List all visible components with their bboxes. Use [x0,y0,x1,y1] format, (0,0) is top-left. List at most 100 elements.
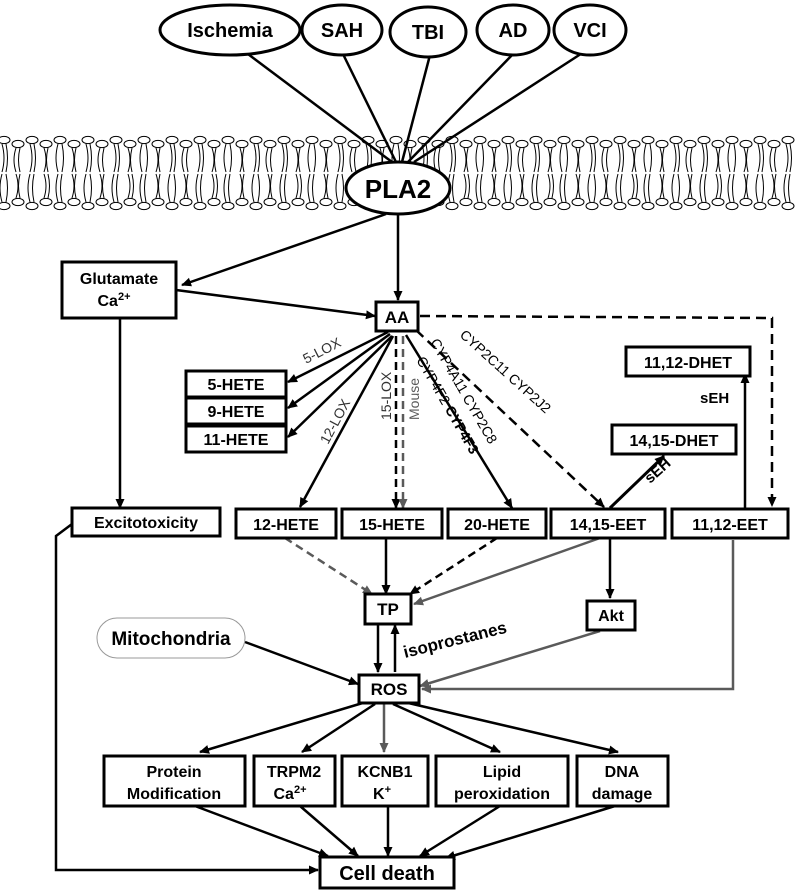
node-trpm2: TRPM2 Ca2+ [252,754,337,808]
lipid-head [599,197,613,207]
node-1112dhet: 11,12-DHET [624,345,752,378]
lipid-tail [71,173,75,199]
arrow-akt-ros [419,629,601,688]
lipid-tail [606,147,609,173]
lipid-tail [337,143,341,173]
lipid-tail [341,143,344,173]
node-protein-modification: Protein Modification [102,754,247,808]
svg-text:14,15-EET: 14,15-EET [570,517,647,534]
lipid-tail [587,173,591,203]
lipid-tail [761,173,764,203]
lipid-tail [251,173,255,203]
arrow-ros-dna [403,700,619,755]
lipid-head [739,139,753,149]
lipid-tail [307,143,311,173]
lipid-tail [517,147,521,173]
lipid-head [165,201,179,211]
arrow-aa-5hete [287,330,389,384]
lipid-tail [606,173,609,199]
lipid-tail [491,173,495,199]
lipid-tail [139,173,143,203]
condition-ischemia: Ischemia [158,3,302,57]
lipid-tail [97,147,101,173]
lipid-tail [727,143,731,173]
node-lipid-peroxidation: Lipid peroxidation [434,754,570,808]
lipid-tail [32,173,35,203]
node-5hete: 5-HETE [184,369,288,399]
lipid-head [39,139,53,149]
lipid-tail [295,147,299,173]
lipid-head [459,139,473,149]
lipid-tail [463,147,467,173]
arrow-ros-trpm2 [301,702,376,754]
lipid-tail [27,173,31,203]
node-15hete: 15-HETE [340,507,444,540]
lipid-tail [634,147,637,173]
lipid-head [193,201,207,211]
lipid-tail [43,147,47,173]
svg-text:damage: damage [592,786,653,803]
lipid-head [179,197,193,207]
lipid-head [557,135,571,145]
arrow-tbi-pla2 [400,54,432,163]
lipid-head [599,139,613,149]
lipid-tail [522,147,525,173]
lipid-tail [326,147,329,173]
lipid-tail [18,173,21,199]
lipid-tail [186,173,189,199]
svg-text:Glutamate: Glutamate [80,271,158,288]
arrow-1112eet-ros [421,540,735,694]
lipid-tail [659,173,663,199]
node-1112eet: 11,12-EET [670,507,790,540]
lipid-head [207,197,221,207]
nodes: Ischemia SAH TBI AD VCI PLA2 Glutamate C… [60,3,790,890]
arrow-trpm2-celldeath [299,805,359,857]
lipid-tail [659,147,663,173]
lipid-tail [200,173,203,203]
lipid-head [767,139,781,149]
lipid-head [67,139,81,149]
lipid-head [697,201,711,211]
arrow-ros-lipid [392,702,501,754]
lipid-head [781,201,795,211]
node-1415eet: 14,15-EET [549,507,667,540]
arrow-mitochondria-ros [244,640,359,686]
lipid-tail [55,173,59,203]
arrow-12hete-tp [284,536,373,596]
lipid-tail [620,173,623,203]
lipid-tail [565,143,568,173]
lipid-head [67,197,81,207]
lipid-tail [281,143,285,173]
lipid-tail [550,147,553,173]
lipid-tail [503,173,507,203]
svg-text:Ischemia: Ischemia [187,20,273,42]
svg-text:Akt: Akt [598,608,624,625]
lipid-head [179,139,193,149]
lipid-tail [279,173,283,203]
lipid-tail [223,173,227,203]
lipid-tail [102,173,105,199]
lipid-head [151,139,165,149]
svg-text:PLA2: PLA2 [365,174,431,204]
lipid-tail [662,147,665,173]
lipid-tail [537,143,540,173]
lipid-tail [677,173,680,203]
lipid-tail [467,173,470,199]
lipid-tail [195,173,199,203]
lipid-head [627,197,641,207]
lipid-tail [5,173,8,203]
lipid-tail [783,173,787,203]
label-15lox: 15-LOX [378,371,394,420]
lipid-head [347,139,361,149]
lipid-tail [578,173,581,199]
node-kcnb1: KCNB1 K+ [340,754,430,808]
lipid-tail [43,173,47,199]
lipid-tail [662,173,665,199]
lipid-tail [1,143,5,173]
lipid-tail [270,147,273,173]
lipid-tail [102,147,105,173]
lipid-head [753,135,767,145]
lipid-tail [349,147,353,173]
label-5lox: 5-LOX [300,334,344,367]
